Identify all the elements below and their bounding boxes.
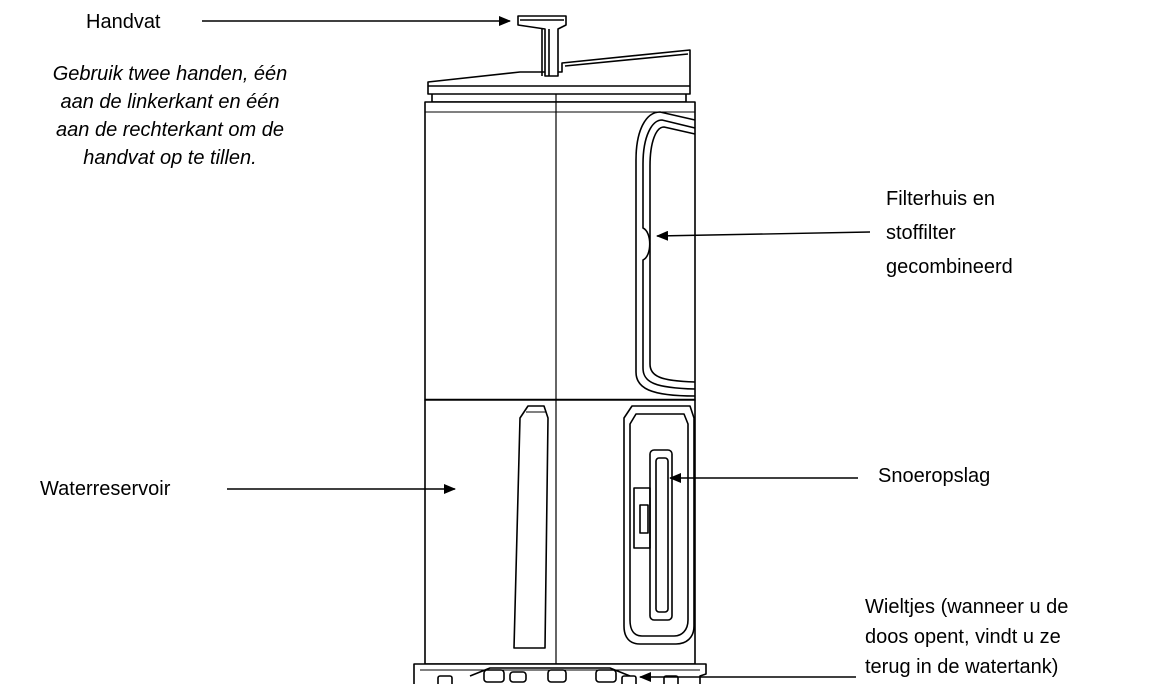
filter-label-line-1: Filterhuis en <box>886 188 995 210</box>
appliance-drawing <box>413 15 707 684</box>
note-line-4: handvat op te tillen. <box>83 147 257 169</box>
filter-label-line-3: gecombineerd <box>886 256 1013 278</box>
note-line-1: Gebruik twee handen, één <box>52 63 288 85</box>
lower-body <box>424 399 696 665</box>
reservoir-label: Waterreservoir <box>40 478 171 500</box>
note-line-3: aan de rechterkant om de <box>56 119 284 141</box>
handle-shape <box>517 15 567 77</box>
filter-label-line-2: stoffilter <box>886 222 956 244</box>
wheels-label-line-2: doos opent, vindt u ze <box>865 626 1061 648</box>
wheels-label: Wieltjes (wanneer u de doos opent, vindt… <box>865 592 1068 682</box>
top-lid <box>427 49 691 103</box>
upper-body <box>424 94 696 402</box>
wheels-shape <box>437 675 679 684</box>
base-shape <box>413 663 707 684</box>
filter-leader <box>656 230 871 241</box>
filter-label: Filterhuis en stoffilter gecombineerd <box>886 182 1013 284</box>
cord-storage-shape <box>623 405 695 645</box>
filter-housing-shape <box>635 111 696 397</box>
note-line-2: aan de linkerkant en één <box>60 91 280 113</box>
handle-label: Handvat <box>86 11 161 33</box>
cord-storage-label: Snoeropslag <box>878 465 991 487</box>
wheels-label-line-1: Wieltjes (wanneer u de <box>865 596 1069 618</box>
handle-instruction-note: Gebruik twee handen, één aan de linkerka… <box>0 60 340 172</box>
wheels-label-line-3: terug in de watertank) <box>865 656 1059 678</box>
